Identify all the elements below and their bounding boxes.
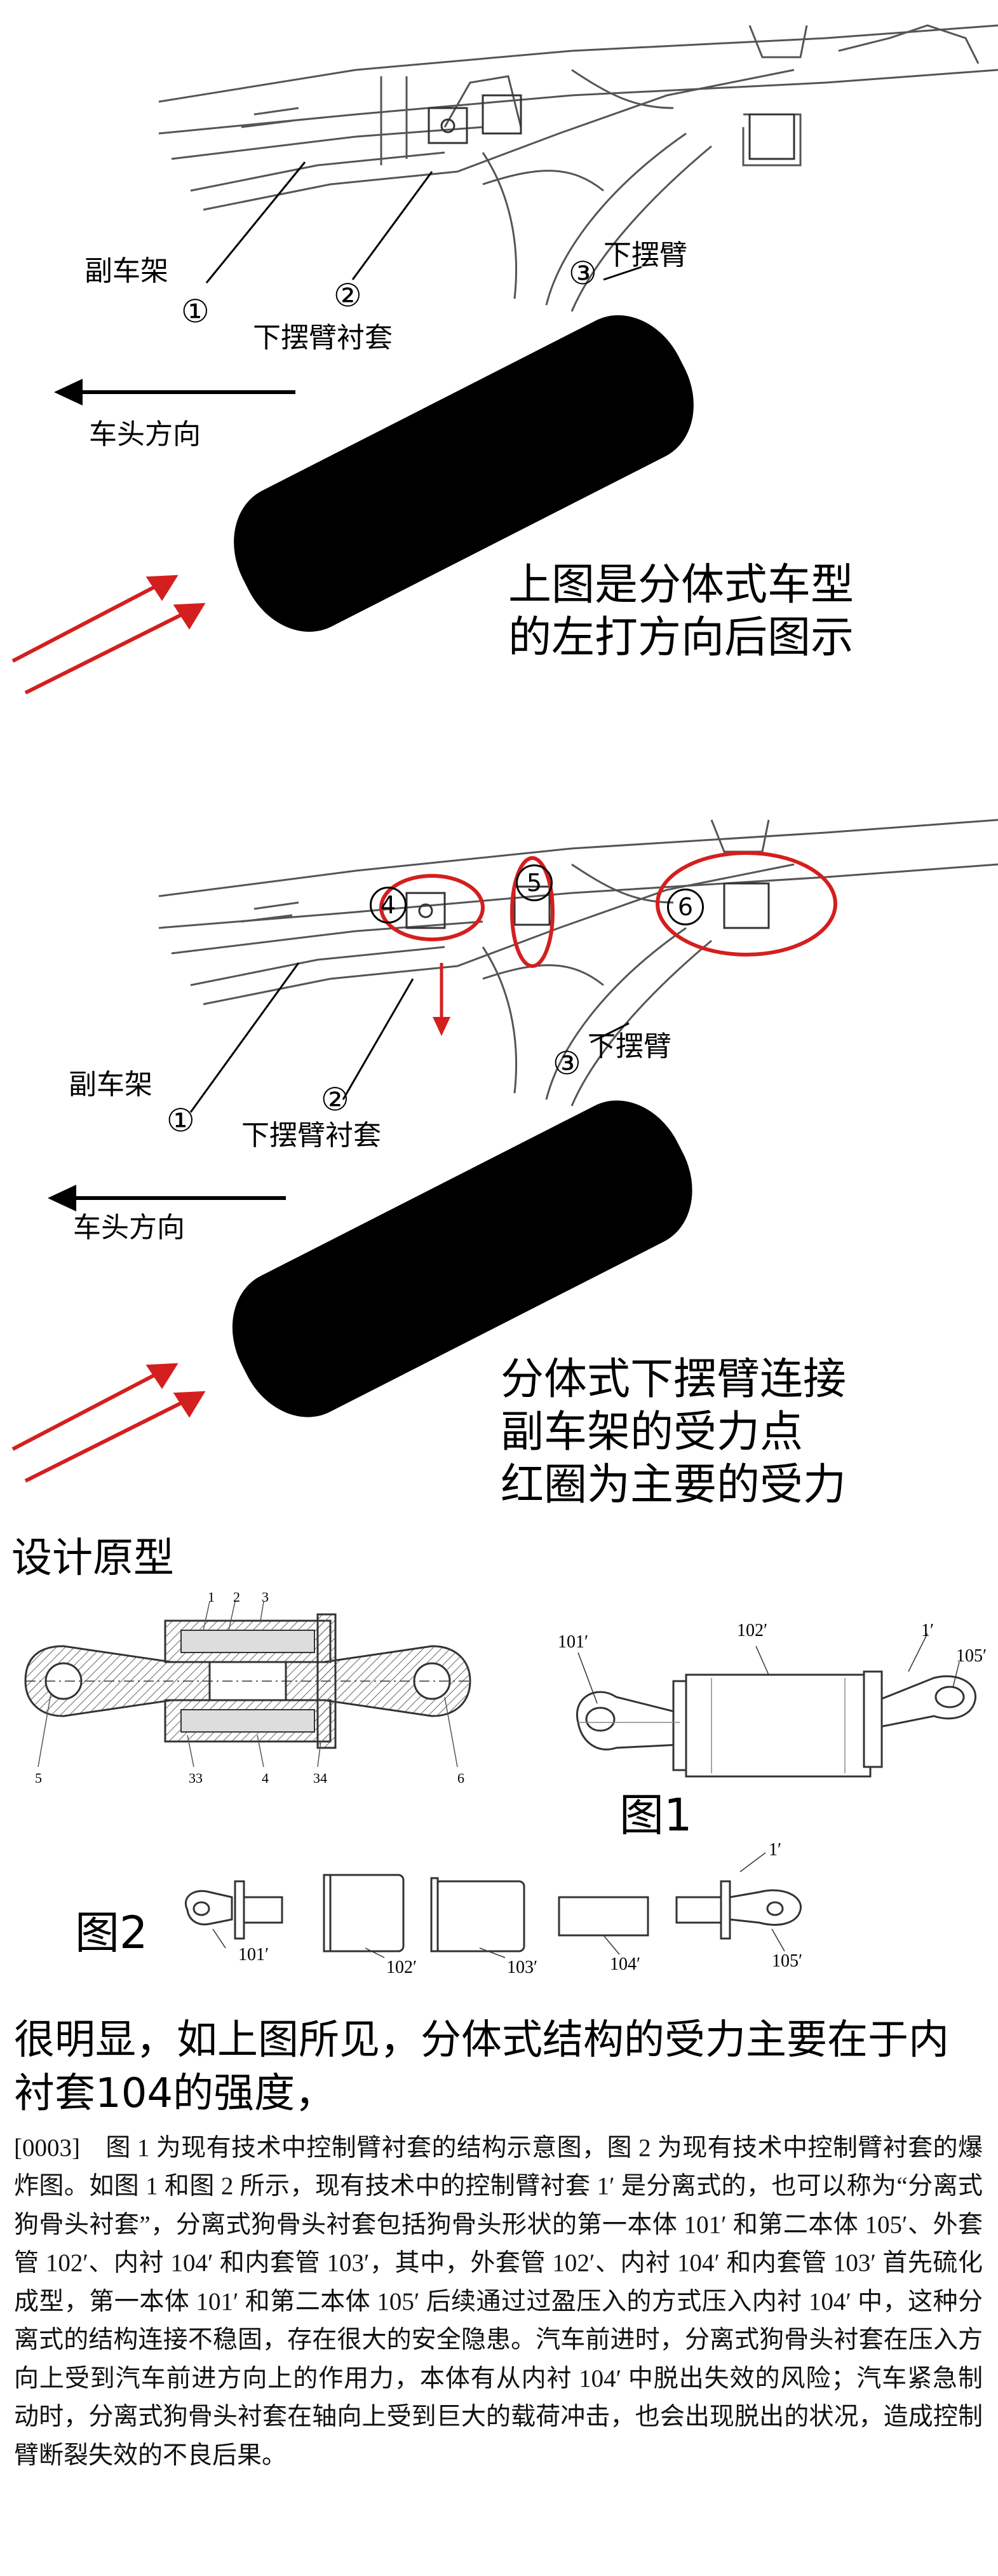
fig2-label-101: 101′: [238, 1945, 269, 1965]
part-label-5: 5: [35, 1770, 42, 1786]
marker-2-2: ②: [321, 1081, 349, 1118]
marker-1: ①: [181, 293, 210, 330]
bushing-cross-section: [24, 1601, 471, 1768]
paragraph-tag: [0003]: [14, 2134, 80, 2162]
part-label-33: 33: [189, 1770, 203, 1786]
subframe-drawing: [11, 24, 998, 695]
fig2-label-1: 1′: [769, 1840, 782, 1860]
fig1-label-102: 102′: [737, 1621, 768, 1640]
label-heading-2: 车头方向: [73, 1211, 185, 1244]
part-label-6: 6: [457, 1770, 464, 1786]
force-point-6: 6: [667, 889, 704, 925]
force-point-4: 4: [370, 887, 407, 923]
design-prototype-title: 设计原型: [11, 1535, 174, 1582]
fig1-label-101: 101′: [558, 1632, 589, 1652]
part-label-2: 2: [233, 1589, 240, 1605]
marker-3: ③: [569, 255, 597, 292]
subframe-drawing-2: [11, 819, 998, 1483]
fig2-label-104: 104′: [610, 1954, 641, 1974]
label-lower-arm: 下摆臂: [604, 239, 687, 271]
fig2-label-105: 105′: [772, 1951, 803, 1971]
figure-1-title: 图1: [619, 1789, 692, 1841]
fig1-label-1: 1′: [921, 1621, 934, 1640]
bushing-exploded-drawing: [185, 1852, 802, 1958]
panel-left-turn-diagram: 副车架 下摆臂衬套 下摆臂 车头方向 ① ② ③ 上图是分体式车型 的左打方向后…: [0, 0, 998, 731]
panel1-note: 上图是分体式车型 的左打方向后图示: [508, 560, 854, 663]
marker-3-2: ③: [553, 1045, 581, 1082]
figure-2-title: 图2: [75, 1907, 148, 1959]
bushing-assembled-drawing: [576, 1633, 977, 1778]
label-lower-arm-2: 下摆臂: [588, 1030, 671, 1063]
part-label-4: 4: [262, 1770, 269, 1786]
fig2-label-102: 102′: [386, 1958, 417, 1977]
label-subframe: 副车架: [84, 255, 168, 287]
panel-force-points-diagram: 4 5 6 副车架 下摆臂衬套 下摆臂 车头方向 ① ② ③ 分体式下摆臂连接 …: [0, 794, 998, 1525]
patent-paragraph: [0003]图 1 为现有技术中控制臂衬套的结构示意图，图 2 为现有技术中控制…: [14, 2129, 983, 2475]
marker-1-2: ①: [166, 1102, 195, 1139]
label-heading: 车头方向: [89, 418, 201, 451]
label-subframe-2: 副车架: [69, 1068, 152, 1101]
marker-2: ②: [334, 277, 362, 314]
panel2-note: 分体式下摆臂连接 副车架的受力点 红圈为主要的受力: [501, 1354, 847, 1510]
part-label-3: 3: [262, 1589, 269, 1605]
paragraph-text: 图 1 为现有技术中控制臂衬套的结构示意图，图 2 为现有技术中控制臂衬套的爆炸…: [14, 2134, 983, 2469]
part-label-34: 34: [313, 1770, 327, 1786]
label-bushing-2: 下摆臂衬套: [241, 1119, 381, 1152]
fig1-label-105: 105′: [956, 1646, 987, 1666]
conclusion-text: 很明显，如上图所见，分体式结构的受力主要在于内衬套104的强度，: [14, 2017, 949, 2118]
part-label-1: 1: [208, 1589, 215, 1605]
force-point-5: 5: [516, 864, 553, 901]
fig2-label-103: 103′: [507, 1958, 538, 1977]
label-bushing: 下摆臂衬套: [253, 322, 393, 354]
